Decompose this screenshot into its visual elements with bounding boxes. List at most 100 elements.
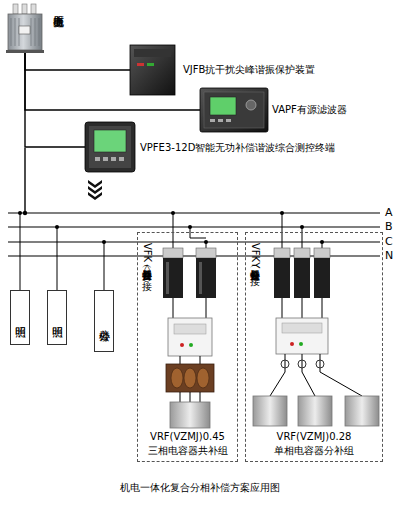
main-trunk-wire [24, 148, 25, 213]
feeder-wire [25, 53, 130, 70]
transformer-symbol [31, 4, 36, 14]
split-compensation-equipment [314, 258, 330, 298]
load-box: 办公楼 [94, 290, 114, 352]
vjfb-device-symbol [137, 63, 144, 66]
common-compensation-equipment [171, 211, 175, 215]
vpfe-device-symbol [89, 126, 131, 168]
load-feeder-wires [55, 225, 59, 229]
common-compensation-equipment [173, 213, 174, 248]
vapf-device-symbol [210, 97, 236, 115]
load-box: 照明 [10, 290, 30, 345]
vapf-device-symbol [200, 88, 268, 132]
vpfe-device-symbol [103, 157, 108, 161]
device-label: VJFB抗干扰尖峰谐振保护装置 [183, 64, 315, 76]
split-compensation-equipment [298, 396, 332, 426]
transformer-unit: 电力变压器 [5, 5, 45, 53]
common-compensation-equipment [196, 248, 216, 258]
feeder-wire [25, 53, 85, 147]
control-terminal: VPFE3-12D智能无功补偿谐波综合测控终端 [85, 122, 135, 172]
bus-phase-label: A [385, 207, 393, 218]
bus-phase-label: B [385, 221, 393, 232]
split-compensation-equipment [320, 240, 324, 244]
split-compensation-equipment [282, 323, 322, 333]
common-compensation-equipment [188, 225, 192, 229]
common-compensation-equipment [168, 318, 212, 356]
split-compensation-equipment [282, 213, 283, 248]
common-compensation-equipment [196, 258, 216, 298]
vpfe-device-symbol [94, 130, 126, 152]
transformer-symbol [19, 26, 30, 34]
split-compensation-equipment [281, 360, 289, 368]
split-compensation-equipment [320, 354, 362, 396]
common-compensation-equipment [163, 248, 183, 258]
load-feeder-wires [20, 213, 21, 290]
down-arrow-symbol [88, 180, 102, 188]
bus-bar-lines [8, 212, 380, 213]
common-compensation-equipment [180, 356, 200, 364]
common-compensation-equipment [189, 343, 193, 347]
split-compensation-equipment [294, 248, 310, 258]
device-label: VAPF有源滤波器 [272, 104, 347, 116]
common-compensation-equipment [180, 392, 200, 402]
vapf-device-symbol [204, 92, 264, 128]
down-arrow-symbol [88, 180, 102, 200]
common-compensation-equipment [163, 211, 216, 428]
down-arrow-symbol [88, 192, 102, 200]
transformer-symbol [11, 18, 39, 46]
vpfe-device-symbol [85, 122, 135, 172]
common-compensation-equipment [163, 258, 183, 298]
common-compensation-equipment [197, 368, 209, 388]
split-compensation-equipment [274, 258, 290, 298]
bus-phase-label: C [385, 236, 393, 247]
split-compensation-equipment [298, 360, 306, 368]
compensation-group: VFK分补复合投切器（Y接）VRF(VZMJ)0.28单相电容器分补组 [245, 232, 383, 462]
load-feeder-wires [102, 240, 106, 244]
common-compensation-equipment [190, 238, 206, 239]
vapf-device-symbol [210, 119, 215, 122]
bus-bar-lines [8, 226, 380, 227]
capacitor-model: VRF(VZMJ)0.45 [138, 431, 237, 443]
split-compensation-equipment [280, 211, 284, 215]
bus-bar-lines [8, 241, 380, 242]
common-compensation-equipment [199, 262, 202, 294]
compensation-group: VFK共补复合投切器（△接） VRF(VZMJ)0.45 三相电容器共补组 [137, 232, 238, 462]
split-compensation-equipment [276, 318, 328, 354]
split-compensation-equipment [253, 396, 287, 426]
transformer-symbol [6, 4, 44, 53]
common-compensation-equipment [180, 343, 184, 347]
vpfe-device-symbol [95, 157, 100, 161]
load-feeder-wires [18, 211, 22, 215]
common-compensation-equipment [170, 402, 210, 428]
split-compensation-equipment [345, 396, 379, 426]
capacitor-model: VRF(VZMJ)0.28 [246, 431, 382, 443]
common-compensation-equipment [174, 324, 206, 334]
common-compensation-equipment [171, 211, 208, 248]
split-compensation-equipment [280, 211, 324, 248]
common-compensation-equipment [166, 364, 214, 392]
common-compensation-equipment [166, 262, 169, 294]
common-compensation-equipment [173, 298, 206, 318]
load-box: 照明 [47, 290, 67, 345]
load-feeder-wires [104, 242, 105, 290]
vapf-device-symbol [200, 88, 268, 132]
vpfe-device-symbol [111, 157, 116, 161]
group-label: 三相电容器共补组 [138, 445, 237, 457]
vapf-device-symbol [246, 100, 256, 110]
vapf-device-symbol [218, 119, 223, 122]
bus-phase-label: N [385, 250, 393, 261]
transformer-symbol [8, 14, 42, 50]
switch-label: VFK共补复合投切器（△接） [141, 243, 153, 273]
vpfe-device-symbol [119, 157, 124, 161]
feeder-wire [25, 53, 200, 110]
split-compensation-equipment [253, 211, 379, 426]
common-compensation-equipment [204, 240, 208, 244]
split-compensation-equipment [302, 227, 303, 248]
vjfb-device-symbol [130, 45, 175, 95]
filter-device: VAPF有源滤波器 [200, 88, 268, 132]
split-compensation-equipment [300, 225, 304, 229]
device-label: VPFE3-12D智能无功补偿谐波综合测控终端 [140, 142, 335, 154]
common-compensation-equipment [184, 368, 196, 388]
down-arrow-symbol [88, 186, 102, 194]
